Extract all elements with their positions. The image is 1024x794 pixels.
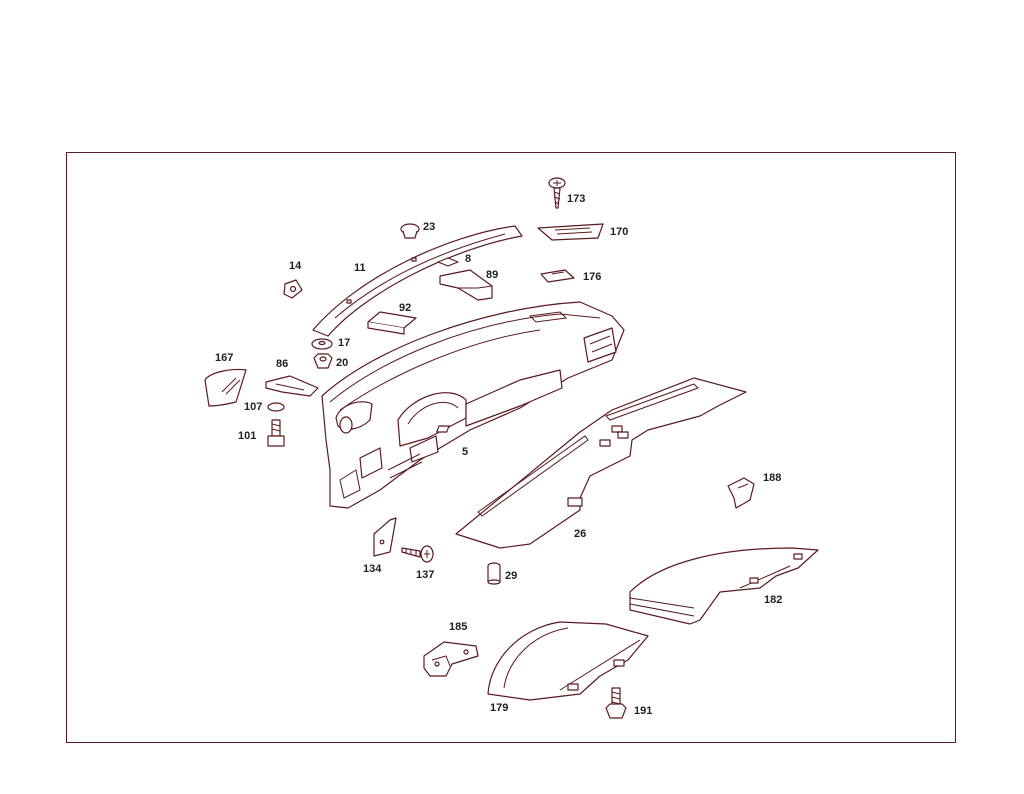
callout-185: 185 [449, 621, 468, 633]
part-23-clip [400, 223, 420, 239]
part-167-cover [204, 368, 247, 407]
part-26-lower-panel [436, 377, 747, 549]
part-86-bracket [265, 375, 319, 397]
part-8-plate [437, 257, 459, 267]
callout-182: 182 [764, 594, 783, 606]
part-11-upper-trim [312, 225, 523, 337]
part-5-dashboard [321, 301, 625, 509]
callout-23: 23 [423, 221, 436, 233]
part-179-lower-cover [487, 621, 649, 701]
callout-8: 8 [465, 253, 472, 265]
part-92-plate [367, 311, 417, 335]
part-173-screw [548, 177, 566, 209]
callout-86: 86 [276, 358, 289, 370]
callout-137: 137 [416, 569, 435, 581]
part-137-screw [401, 545, 434, 563]
part-101-bolt [267, 419, 285, 447]
part-188-clip [727, 477, 755, 509]
callout-170: 170 [610, 226, 629, 238]
callout-11: 11 [354, 262, 366, 274]
callout-134: 134 [363, 563, 382, 575]
callout-92: 92 [399, 302, 412, 314]
part-29-plug [487, 562, 501, 585]
callout-89: 89 [486, 269, 499, 281]
callout-26: 26 [574, 528, 587, 540]
callout-167: 167 [215, 352, 234, 364]
diagram-frame [66, 152, 956, 743]
part-17-washer [311, 338, 333, 350]
part-176-clip [540, 269, 575, 283]
callout-101: 101 [238, 430, 257, 442]
part-14-clip [283, 279, 303, 299]
part-191-bolt [605, 687, 627, 719]
part-182-knee-panel [629, 547, 819, 625]
part-107-washer [267, 402, 285, 412]
callout-20: 20 [336, 357, 349, 369]
part-20-nut [313, 353, 333, 369]
part-89-bracket [439, 269, 493, 301]
part-134-bracket [373, 517, 397, 557]
callout-29: 29 [505, 570, 518, 582]
callout-14: 14 [289, 260, 302, 272]
callout-107: 107 [244, 401, 263, 413]
part-185-bracket [423, 641, 479, 677]
callout-17: 17 [338, 337, 351, 349]
callout-5: 5 [462, 446, 469, 458]
part-170-trim [537, 223, 604, 241]
callout-176: 176 [583, 271, 602, 283]
callout-188: 188 [763, 472, 782, 484]
callout-173: 173 [567, 193, 586, 205]
callout-191: 191 [634, 705, 653, 717]
callout-179: 179 [490, 702, 509, 714]
